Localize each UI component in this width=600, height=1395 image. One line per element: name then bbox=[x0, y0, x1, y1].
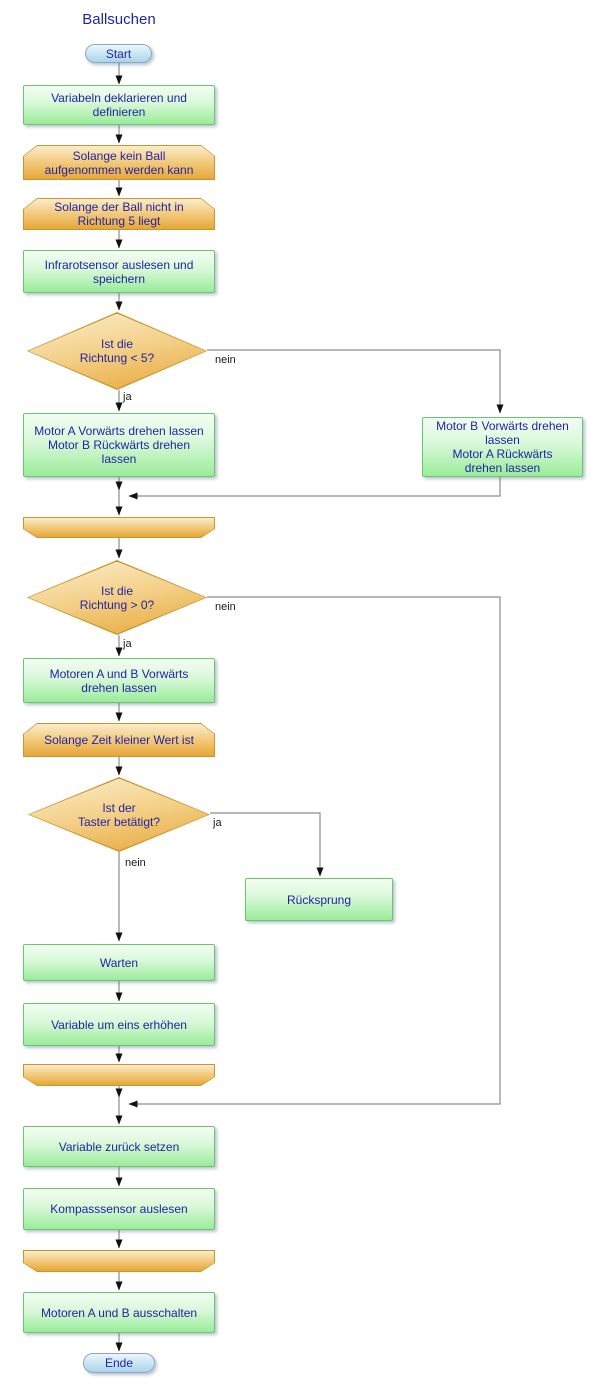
loop-end-2 bbox=[23, 1064, 215, 1086]
process-motor-a-forward: Motor A Vorwärts drehen lassen Motor B R… bbox=[23, 413, 215, 477]
branch-direction-gt0-nein bbox=[128, 596, 501, 1108]
process-motor-b-forward: Motor B Vorwärts drehen lassen Motor A R… bbox=[422, 417, 583, 477]
loop-start-time-lt-value: Solange Zeit kleiner Wert ist bbox=[23, 723, 215, 757]
edge-label-direction-lt5-ja: ja bbox=[123, 391, 132, 403]
diagram-title: Ballsuchen bbox=[82, 11, 156, 28]
branch-taster-ja bbox=[210, 812, 324, 877]
process-motors-forward: Motoren A und B Vorwärts drehen lassen bbox=[23, 658, 215, 703]
edge-label-taster-ja: ja bbox=[213, 817, 222, 829]
process-var-reset: Variable zurück setzen bbox=[23, 1126, 215, 1167]
loop-start-ball-not-dir5: Solange der Ball nicht in Richtung 5 lie… bbox=[23, 198, 215, 230]
process-motors-off: Motoren A und B ausschalten bbox=[23, 1292, 215, 1333]
edge-label-direction-gt0-ja: ja bbox=[123, 638, 132, 650]
edge-label-direction-lt5-nein: nein bbox=[215, 354, 236, 366]
branch-direction-lt5-nein bbox=[207, 349, 504, 414]
loop-start-no-ball: Solange kein Ball aufgenommen werden kan… bbox=[23, 145, 215, 180]
process-read-infrared: Infrarotsensor auslesen und speichern bbox=[23, 250, 215, 293]
process-ruecksprung: Rücksprung bbox=[245, 878, 393, 921]
loop-end-3 bbox=[23, 1250, 215, 1272]
process-declare-vars: Variabeln deklarieren und definieren bbox=[23, 85, 215, 125]
process-read-compass: Kompasssensor auslesen bbox=[23, 1188, 215, 1230]
start-terminator: Start bbox=[85, 44, 152, 63]
edge-label-taster-nein: nein bbox=[125, 857, 146, 869]
end-terminator: Ende bbox=[83, 1353, 155, 1373]
edge-label-direction-gt0-nein: nein bbox=[215, 601, 236, 613]
branch-motor-b-return bbox=[128, 477, 501, 500]
process-warten: Warten bbox=[23, 944, 215, 981]
loop-end-1 bbox=[23, 517, 215, 538]
process-var-increment: Variable um eins erhöhen bbox=[23, 1003, 215, 1046]
